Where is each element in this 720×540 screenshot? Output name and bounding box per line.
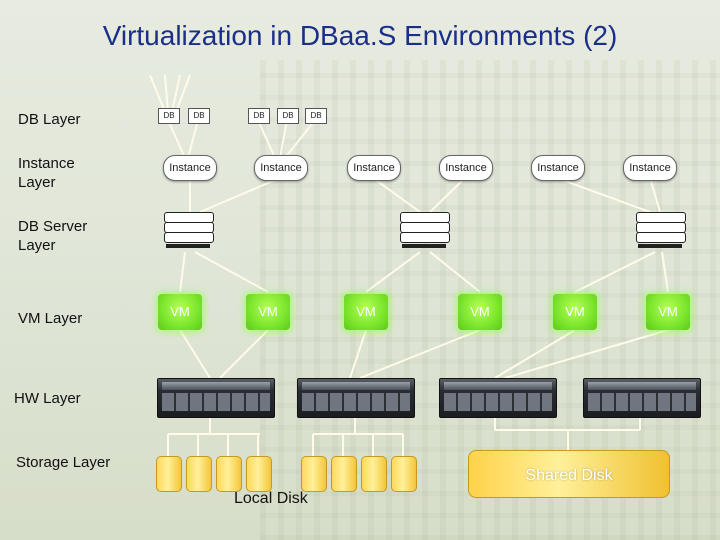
layer-label-db: DB Layer	[18, 111, 81, 128]
database-server-icon	[164, 212, 214, 252]
vm-node: VM	[158, 294, 202, 330]
layer-label-hw: HW Layer	[14, 390, 81, 407]
vm-node: VM	[458, 294, 502, 330]
vm-node: VM	[553, 294, 597, 330]
instance-node: Instance	[347, 155, 401, 181]
database-server-icon	[400, 212, 450, 252]
layer-label-vm: VM Layer	[18, 310, 83, 327]
disk-cylinder-icon	[186, 456, 212, 492]
local-disk-label: Local Disk	[234, 490, 308, 507]
db-tag: DB	[248, 108, 270, 124]
slide-title: Virtualization in DBaa.S Environments (2…	[102, 20, 618, 51]
vm-node: VM	[344, 294, 388, 330]
rack-server-icon	[297, 378, 415, 418]
layer-label-db-server: DB Server Layer	[18, 218, 88, 254]
layer-label-instance: Instance Layer	[18, 155, 75, 191]
rack-server-icon	[583, 378, 701, 418]
instance-node: Instance	[163, 155, 217, 181]
vm-node: VM	[246, 294, 290, 330]
disk-cylinder-icon	[331, 456, 357, 492]
shared-disk-label: Shared Disk	[525, 467, 613, 484]
disk-cylinder-icon	[156, 456, 182, 492]
shared-disk: Shared Disk	[468, 450, 670, 498]
disk-cylinder-icon	[246, 456, 272, 492]
disk-cylinder-icon	[216, 456, 242, 492]
instance-node: Instance	[439, 155, 493, 181]
db-tag: DB	[305, 108, 327, 124]
vm-node: VM	[646, 294, 690, 330]
instance-node: Instance	[254, 155, 308, 181]
disk-cylinder-icon	[301, 456, 327, 492]
db-tag: DB	[158, 108, 180, 124]
disk-cylinder-icon	[361, 456, 387, 492]
disk-cylinder-icon	[391, 456, 417, 492]
db-tag: DB	[277, 108, 299, 124]
instance-node: Instance	[623, 155, 677, 181]
database-server-icon	[636, 212, 686, 252]
rack-server-icon	[157, 378, 275, 418]
layer-label-storage: Storage Layer	[16, 454, 111, 471]
instance-node: Instance	[531, 155, 585, 181]
rack-server-icon	[439, 378, 557, 418]
db-tag: DB	[188, 108, 210, 124]
